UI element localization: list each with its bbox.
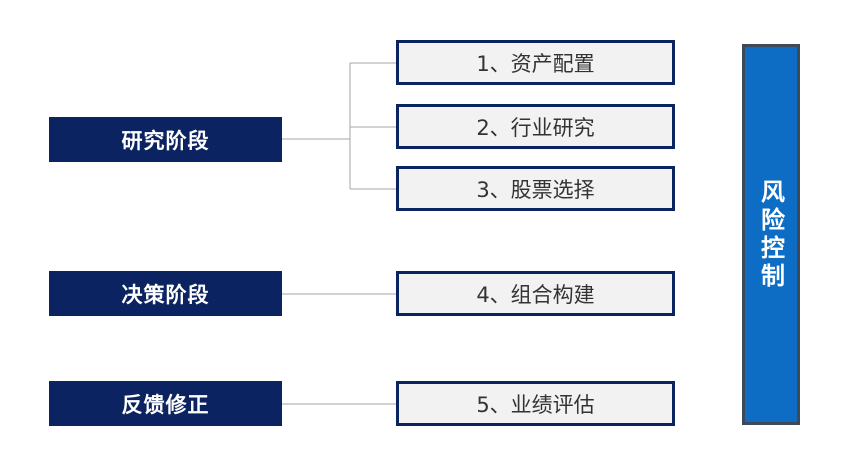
phase-research: 研究阶段 xyxy=(49,117,282,162)
phase-feedback: 反馈修正 xyxy=(49,381,282,426)
phase-decision: 决策阶段 xyxy=(49,271,282,316)
step-industry-research: 2、行业研究 xyxy=(396,104,675,149)
step-portfolio-construction: 4、组合构建 xyxy=(396,271,675,316)
step-asset-allocation: 1、资产配置 xyxy=(396,40,675,85)
risk-control-bar: 风险控制 xyxy=(742,44,800,425)
step-performance-evaluation: 5、业绩评估 xyxy=(396,381,675,426)
step-stock-selection: 3、股票选择 xyxy=(396,166,675,211)
